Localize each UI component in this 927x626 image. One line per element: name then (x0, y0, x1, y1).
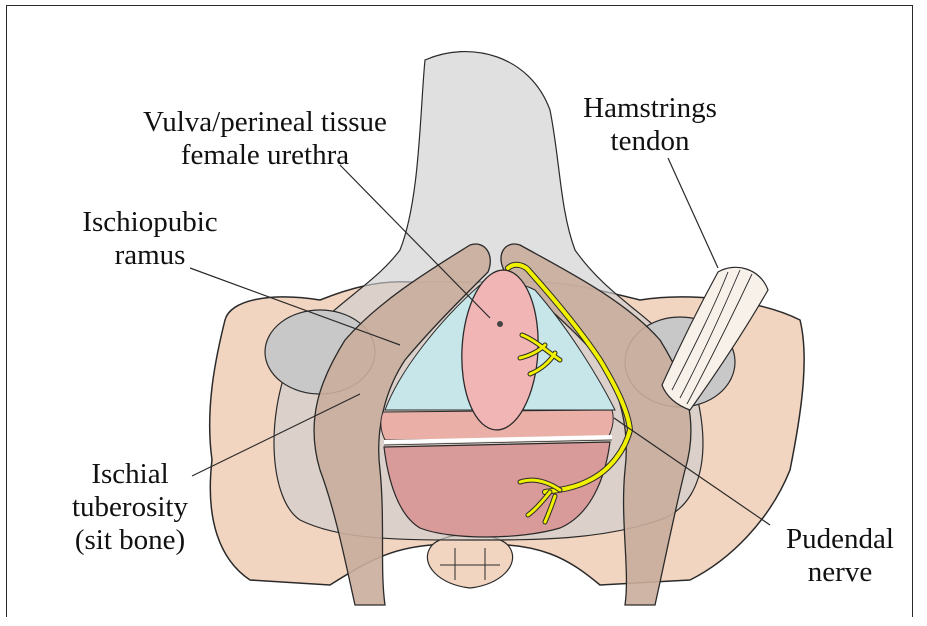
label-ischial-line2: tuberosity (55, 491, 205, 524)
label-hamstrings: Hamstrings tendon (560, 92, 740, 158)
coccyx (427, 535, 512, 589)
label-ischial: Ischial tuberosity (sit bone) (55, 458, 205, 557)
label-ischiopubic-line2: ramus (60, 239, 240, 272)
label-pudendal-line2: nerve (770, 556, 910, 589)
label-ischial-line3: (sit bone) (55, 524, 205, 557)
label-pudendal-line1: Pudendal (770, 523, 910, 556)
label-hamstrings-line2: tendon (560, 125, 740, 158)
label-pudendal: Pudendal nerve (770, 523, 910, 589)
label-ischiopubic-line1: Ischiopubic (60, 206, 240, 239)
label-ischial-line1: Ischial (55, 458, 205, 491)
label-vulva-line1: Vulva/perineal tissue (100, 106, 430, 139)
leader-hamstrings (668, 158, 718, 268)
label-ischiopubic: Ischiopubic ramus (60, 206, 240, 272)
label-vulva: Vulva/perineal tissue female urethra (100, 106, 430, 172)
label-hamstrings-line1: Hamstrings (560, 92, 740, 125)
label-vulva-line2: female urethra (100, 139, 430, 172)
urethra-opening (497, 321, 503, 327)
